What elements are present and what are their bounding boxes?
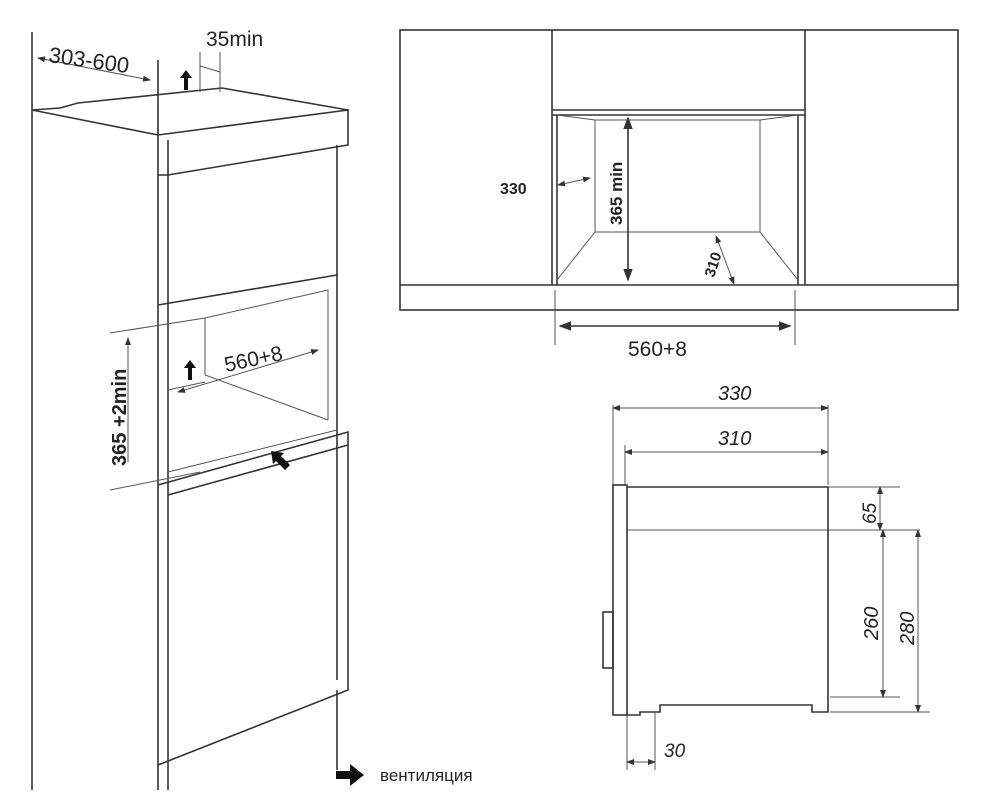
- body-depth-label: 310: [718, 428, 751, 450]
- foot-label: 30: [664, 741, 686, 762]
- front-width-label: 560+8: [628, 338, 687, 361]
- top-gap-label: 65: [860, 502, 881, 524]
- body-height-label: 260: [861, 607, 883, 641]
- niche-width-label: 560+8: [222, 342, 284, 377]
- front-view: 330 365 min 310 560+8: [399, 29, 959, 361]
- depth-label: 303-600: [47, 42, 130, 78]
- legend-label: вентиляция: [380, 766, 473, 785]
- legend: вентиляция: [336, 764, 473, 786]
- side-view: 330 310 65 260 280 30: [602, 383, 930, 770]
- vent-gap-label: 35min: [206, 28, 263, 51]
- front-depth-label: 330: [500, 181, 527, 198]
- front-inner-depth-label: 310: [702, 250, 726, 279]
- niche-height-label: 365 +2min: [109, 369, 131, 466]
- vent-arrow-icon: [271, 451, 290, 470]
- cabinet-perspective: 303-600 35min 365 +2min 560+8: [31, 28, 349, 790]
- overall-height-label: 280: [897, 612, 919, 646]
- overall-depth-label: 330: [718, 383, 751, 405]
- vent-arrow-icon: [184, 360, 196, 380]
- front-height-label: 365 min: [607, 162, 626, 225]
- vent-arrow-icon: [180, 70, 192, 90]
- arrow-right-icon: [336, 764, 364, 786]
